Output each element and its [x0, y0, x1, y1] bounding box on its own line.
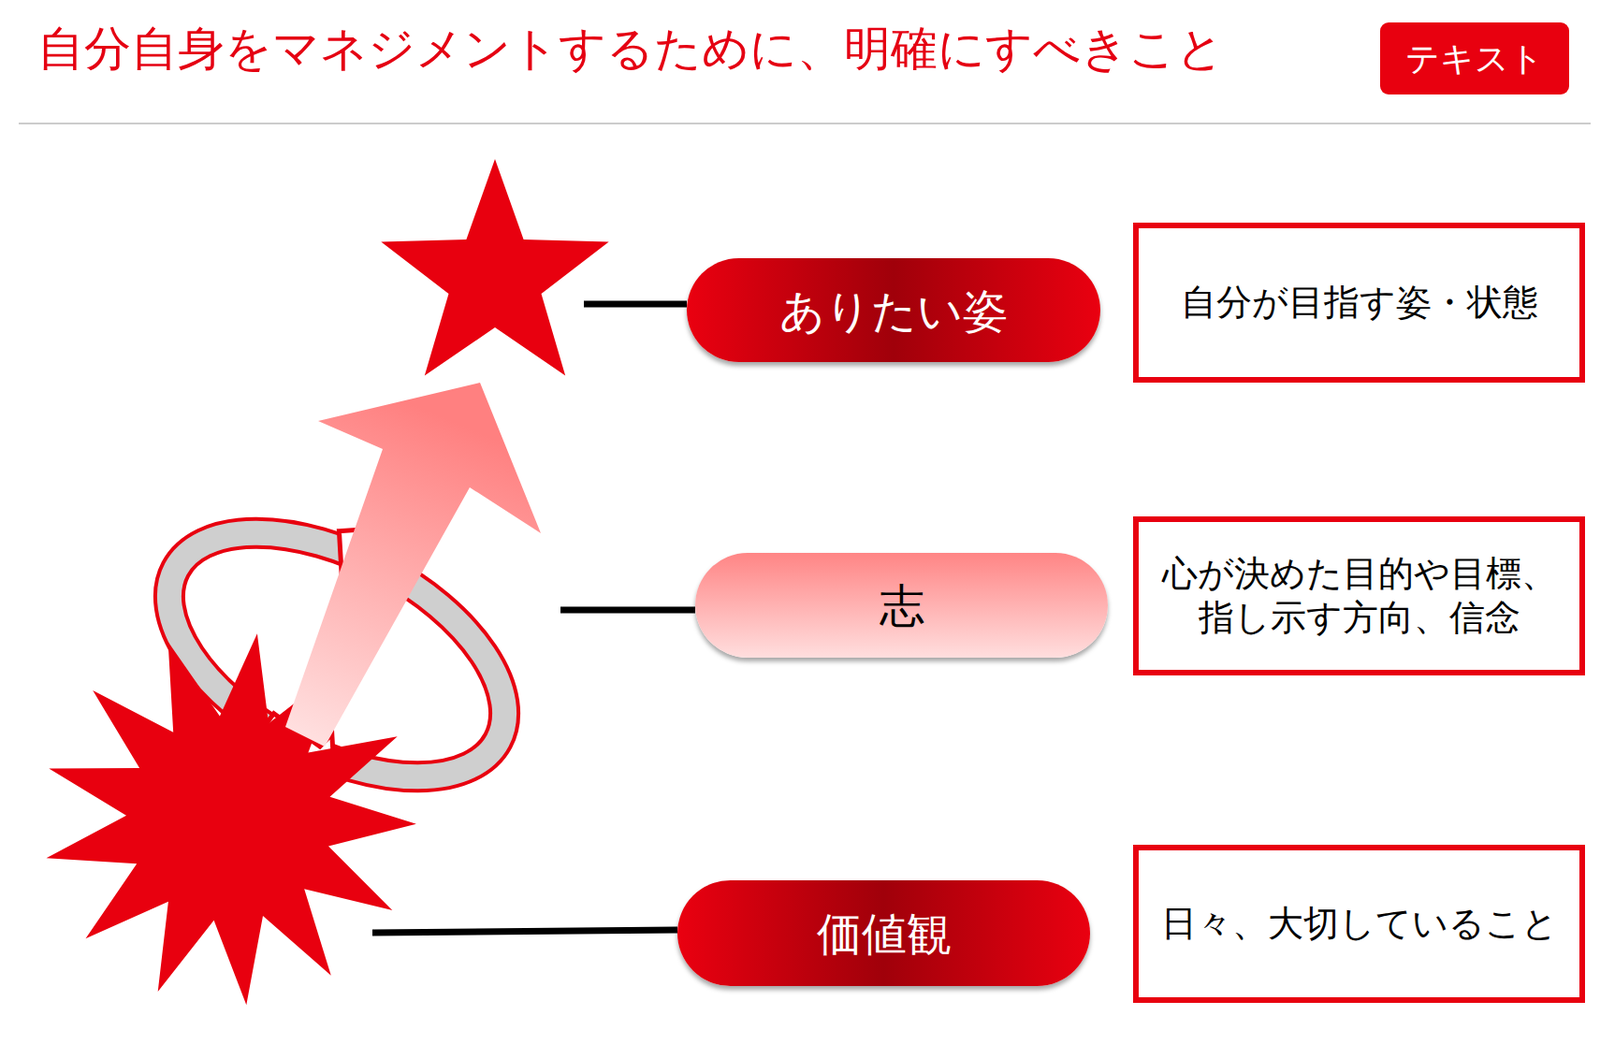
node-text: 心が決めた目的や目標、 指し示す方向、信念 — [1148, 552, 1571, 641]
tag-badge: テキスト — [1380, 22, 1570, 95]
leader-line — [583, 301, 687, 308]
node-text: 自分が目指す姿・状態 — [1180, 280, 1539, 326]
concept-pill: 価値観 — [677, 880, 1091, 987]
definition-box: 心が決めた目的や目標、 指し示す方向、信念 — [1133, 516, 1586, 676]
node-text: 日々、大切していること — [1161, 901, 1558, 947]
goal-star — [380, 159, 609, 377]
leader-line — [560, 607, 696, 614]
header-rule — [18, 122, 1591, 125]
node-text: 志 — [879, 577, 925, 634]
page-title: 自分自身をマネジメントするために、明確にすべきこと — [37, 20, 1224, 77]
burst-star — [46, 633, 417, 1005]
concept-pill: 志 — [695, 552, 1108, 658]
leader-line — [372, 930, 678, 933]
definition-box: 日々、大切していること — [1133, 844, 1586, 1004]
concept-pill: ありたい姿 — [686, 258, 1101, 363]
node-text: ありたい姿 — [779, 282, 1008, 339]
growth-arrow — [285, 382, 541, 747]
node-text: テキスト — [1405, 37, 1544, 80]
node-text: 価値観 — [816, 905, 952, 962]
definition-box: 自分が目指す姿・状態 — [1133, 222, 1586, 383]
